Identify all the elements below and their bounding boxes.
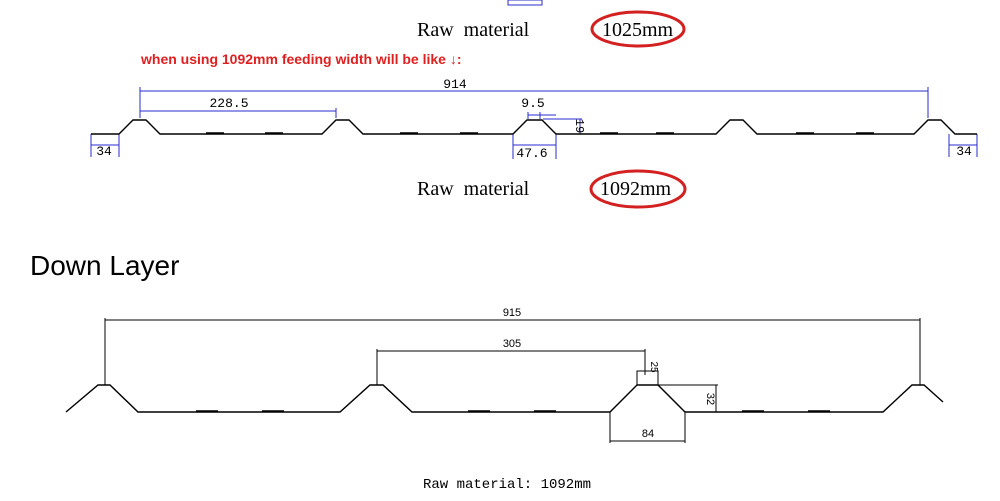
- dimension-rib-base-47-6: [512, 134, 557, 159]
- dimension-rib-height-19-label: 19: [572, 119, 586, 133]
- dimension-down-pitch-305-label: 305: [503, 338, 521, 350]
- dimension-pitch-228: [140, 108, 337, 118]
- dimension-pitch-228-label: 228.5: [209, 96, 248, 111]
- dimension-left-edge-34-label: 34: [96, 144, 112, 159]
- dimension-down-rib-base-84-label: 84: [642, 428, 654, 440]
- dimension-overall-914: [139, 87, 929, 118]
- down-layer-title: Down Layer: [30, 250, 179, 281]
- dimension-rib-base-47-6-label: 47.6: [516, 146, 547, 161]
- dimension-down-overall-915: [104, 318, 921, 385]
- raw-material-1025-value: 1025mm: [602, 19, 674, 41]
- feeding-width-note: when using 1092mm feeding width will be …: [140, 51, 462, 67]
- dimension-down-pitch-305: [376, 349, 646, 385]
- highlight-circle-1025: [590, 10, 686, 48]
- dimension-right-edge-34: [948, 134, 978, 157]
- dimension-down-overall-915-label: 915: [503, 307, 521, 319]
- dimension-down-rib-height-32-label: 32: [704, 393, 716, 405]
- dimension-right-edge-34-label: 34: [956, 144, 972, 159]
- top-edge-dimension-box: [507, 0, 543, 6]
- raw-material-1025-label: Raw material: [417, 19, 530, 41]
- down-layer-raw-material-caption: Raw material: 1092mm: [423, 477, 591, 493]
- dimension-down-rib-top-box: [636, 370, 659, 386]
- dimension-down-rib-base-84: [609, 412, 686, 443]
- raw-material-1092-label: Raw material: [417, 178, 530, 200]
- dimension-rib-top-9-5: [527, 112, 556, 119]
- dimension-left-edge-34: [90, 134, 120, 157]
- dimension-down-rib-top-25-label: 25: [648, 361, 659, 373]
- down-layer-profile-outline: [65, 384, 944, 413]
- dimension-rib-top-9-5-label: 9.5: [521, 96, 544, 111]
- highlight-circle-1092: [589, 169, 687, 209]
- top-profile-outline: [91, 119, 977, 135]
- raw-material-1092-value: 1092mm: [600, 178, 672, 200]
- dimension-overall-914-label: 914: [443, 77, 467, 92]
